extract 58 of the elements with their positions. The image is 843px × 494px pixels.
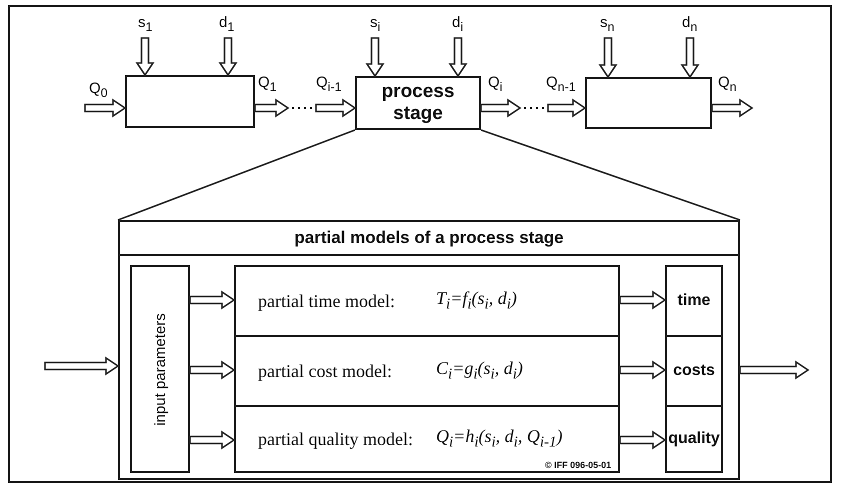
output-box: [665, 335, 723, 407]
hollow-arrow: [366, 37, 384, 78]
output-box: [665, 405, 723, 473]
output-label: costs: [673, 362, 715, 380]
model-row: [234, 335, 620, 407]
edge-label: Q$_{0}$: [89, 80, 108, 100]
edge-label: Q$_{n-1}$: [546, 74, 576, 94]
model-label: partial quality model:: [258, 428, 414, 450]
hollow-arrow: [480, 98, 522, 118]
connector-line: [480, 129, 740, 221]
output-label: quality: [668, 430, 720, 448]
model-formula: T$_{i}$=f$_{i}$(s$_{i}$, d$_{i}$): [436, 288, 517, 314]
partial-models-panel: [118, 220, 740, 480]
hollow-arrow: [315, 98, 356, 118]
process-box: [355, 76, 481, 130]
edge-label: s$_{n}$: [600, 14, 614, 34]
edge-label: s$_{1}$: [138, 14, 152, 34]
model-row: [234, 265, 620, 337]
connector-line: [118, 129, 356, 221]
model-label: partial cost model:: [258, 360, 393, 382]
hollow-arrow: [619, 430, 666, 450]
hollow-arrow: [189, 430, 236, 450]
edge-label: Q$_{1}$: [258, 74, 277, 94]
model-row: [234, 405, 620, 473]
hollow-arrow: [619, 360, 666, 380]
edge-label: Q$_{i}$: [488, 74, 502, 94]
hollow-arrow: [448, 37, 468, 78]
model-label: partial time model:: [258, 290, 396, 312]
input-parameters-box: [130, 265, 190, 473]
edge-label: s$_{i}$: [370, 14, 380, 34]
hollow-arrow: [547, 98, 586, 118]
input-parameters-label: input parameters: [152, 312, 168, 426]
hollow-arrow: [598, 37, 618, 78]
hollow-arrow: [711, 98, 754, 118]
hollow-arrow: [739, 360, 810, 380]
hollow-arrow: [254, 98, 290, 118]
model-formula: Q$_{i}$=h$_{i}$(s$_{i}$, d$_{i}$, Q$_{i-1}$): [436, 426, 563, 452]
hollow-arrow: [84, 98, 126, 118]
edge-label: Q$_{n}$: [718, 74, 737, 94]
hollow-arrow: [136, 37, 154, 76]
copyright-note: © IFF 096-05-01: [545, 460, 612, 470]
hollow-arrow: [189, 290, 236, 310]
process-box: [125, 75, 255, 128]
edge-label: Q$_{i-1}$: [316, 74, 342, 94]
model-formula: C$_{i}$=g$_{i}$(s$_{i}$, d$_{i}$): [436, 358, 523, 384]
hollow-arrow: [218, 37, 238, 76]
hollow-arrow: [619, 290, 666, 310]
stage-label: process stage: [380, 81, 456, 125]
panel-heading: partial models of a process stage: [120, 222, 738, 256]
edge-label: d$_{1}$: [219, 14, 234, 34]
edge-label: d$_{i}$: [452, 14, 464, 34]
output-label: time: [678, 292, 710, 310]
output-box: [665, 265, 723, 337]
hollow-arrow: [44, 356, 120, 376]
edge-label: d$_{n}$: [682, 14, 698, 34]
hollow-arrow: [680, 37, 700, 78]
process-box: [585, 77, 712, 129]
hollow-arrow: [189, 360, 236, 380]
